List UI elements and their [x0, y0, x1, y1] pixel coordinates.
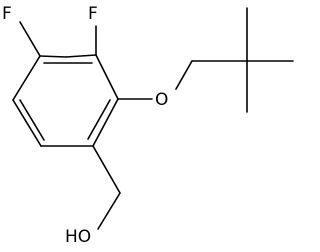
bond-o-ch2: [175, 60, 193, 90]
hydroxyl-label: HO: [65, 227, 91, 247]
structure-canvas: F F O HO: [2, 4, 294, 247]
ring-bond-c6-c1: [12, 55, 41, 101]
ring-bond-c5-c6: [12, 99, 42, 147]
ether-oxygen-label: O: [155, 90, 168, 110]
molecule-diagram: F F O HO: [2, 4, 294, 247]
bond-c-ch2: [92, 145, 121, 194]
fluorine-label-right: F: [88, 4, 98, 24]
ring-bond-c2-c3: [95, 54, 119, 100]
fluorine-label-left: F: [2, 4, 12, 24]
bond-c-f-left: [19, 21, 41, 57]
bond-ch2-oh: [97, 192, 121, 230]
ring-bond-c6-c1-ext: [39, 55, 67, 58]
ring-double-bond-right: [87, 99, 111, 140]
ring-bond-c1-c2: [65, 54, 97, 58]
ring-bond-c3-c4: [92, 98, 119, 147]
ring-double-bond-left: [19, 99, 45, 141]
